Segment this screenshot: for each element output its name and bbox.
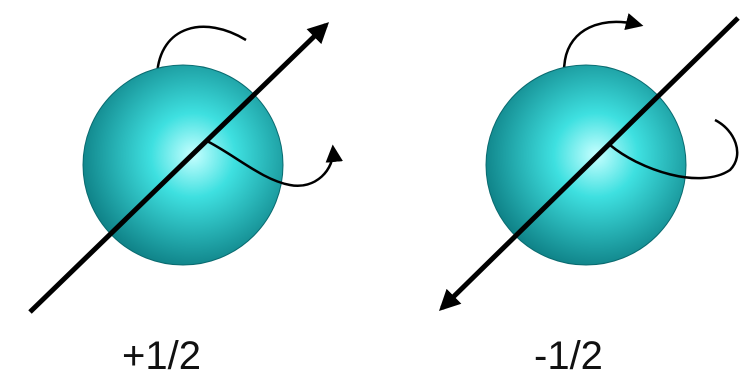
spin-up-label: +1/2: [122, 336, 201, 376]
spin-up-particle: [30, 25, 333, 312]
spin-down-particle: [442, 18, 738, 308]
spin-down-label: -1/2: [534, 336, 603, 376]
